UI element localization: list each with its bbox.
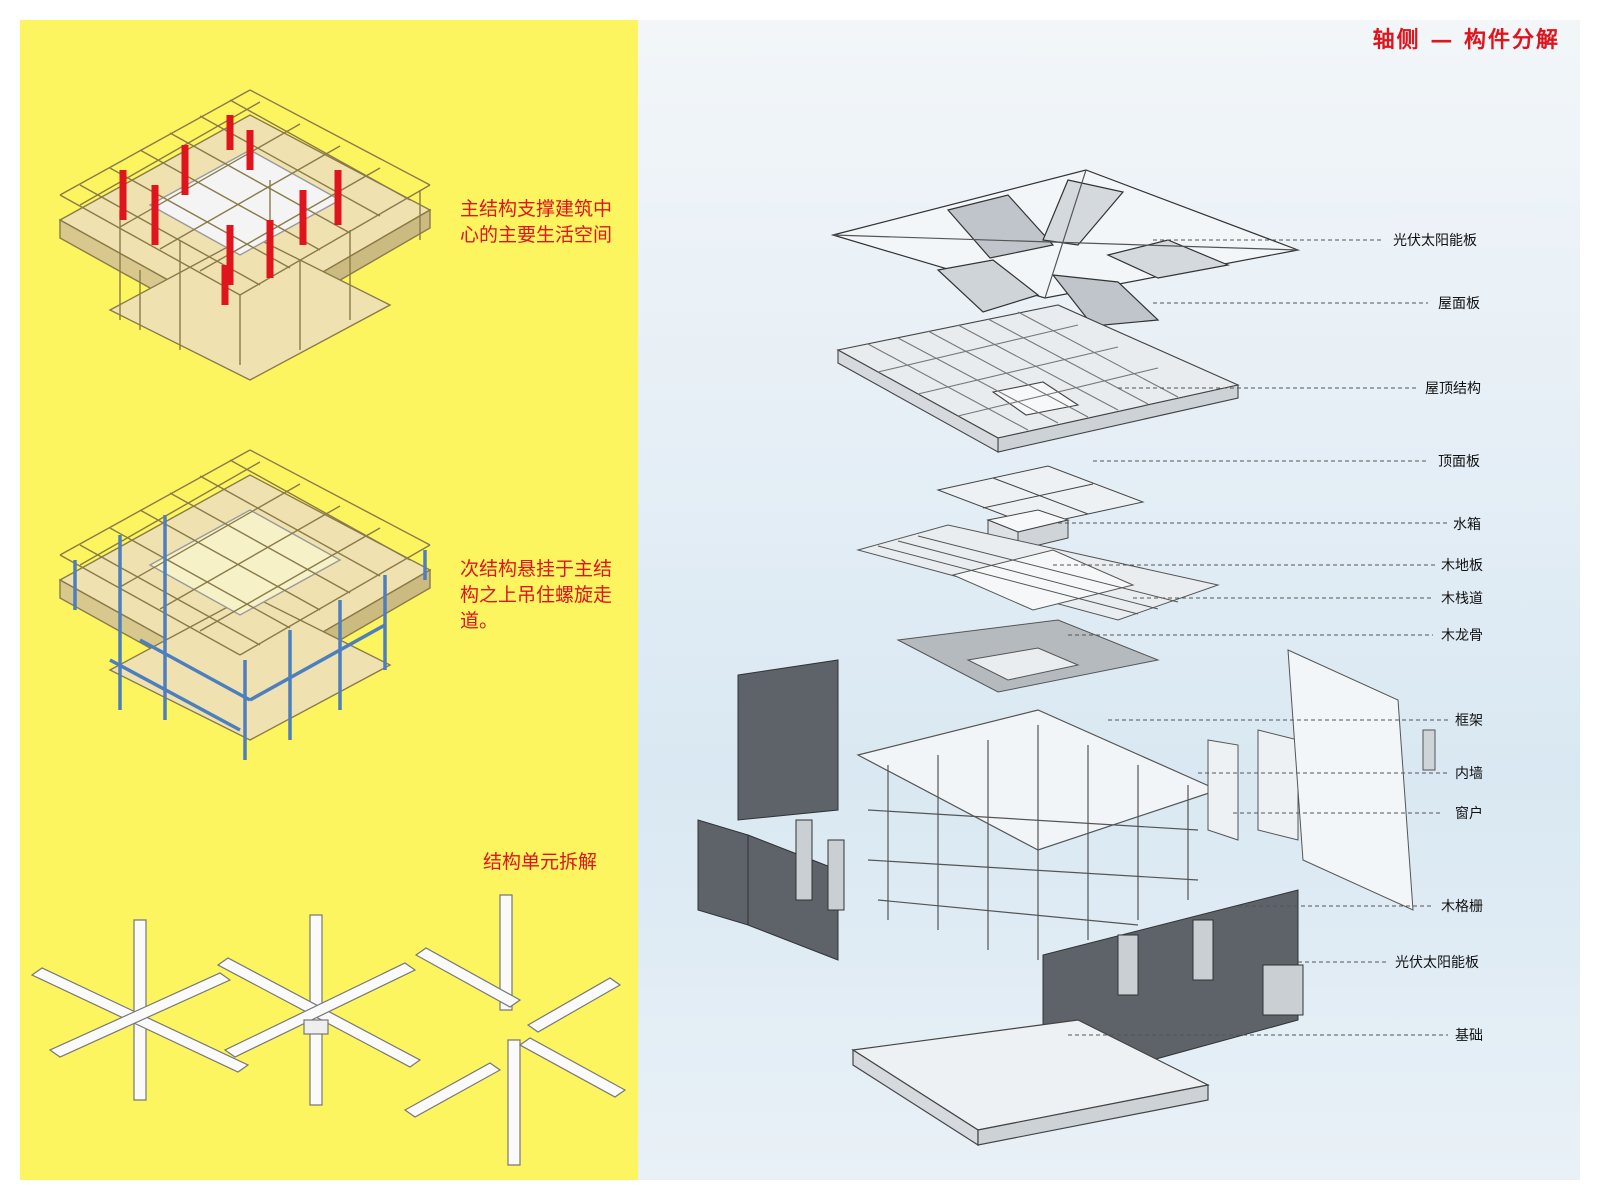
secondary-members-blue: [73, 515, 427, 760]
label-roof-structure: 屋顶结构: [1425, 381, 1481, 397]
joint-unit-2: [216, 914, 422, 1106]
label-wood-grille: 木格栅: [1441, 899, 1483, 915]
left-wall-panels: [697, 659, 845, 961]
label-interior-wall: 内墙: [1455, 766, 1483, 782]
exploded-drawing: [697, 169, 1448, 1147]
main-structure-caption-line1: 主结构支撑建筑中: [460, 198, 612, 220]
label-water-tank: 水箱: [1453, 517, 1481, 533]
label-wood-joist: 木龙骨: [1441, 628, 1483, 644]
main-structure-caption-line2: 心的主要生活空间: [460, 224, 612, 246]
main-structure-axonometric: [58, 89, 432, 381]
label-ceiling-panel: 顶面板: [1438, 454, 1480, 470]
leader-lines: [1053, 239, 1448, 1036]
board: 主结构支撑建筑中 心的主要生活空间: [20, 20, 1580, 1180]
unit-breakdown-caption: 结构单元拆解: [483, 851, 597, 873]
label-boardwalk: 木栈道: [1441, 591, 1483, 607]
ceiling-panels: [936, 465, 1145, 527]
solar-panel-roof: [830, 169, 1301, 327]
label-window: 窗户: [1455, 806, 1483, 822]
secondary-caption-line3: 道。: [460, 610, 498, 632]
wood-joists: [896, 619, 1160, 693]
label-pv-solar-wall: 光伏太阳能板: [1395, 955, 1479, 971]
structure-panel: 主结构支撑建筑中 心的主要生活空间: [20, 20, 638, 1180]
foundation: [851, 1019, 1210, 1147]
secondary-caption-line2: 构之上吊住螺旋走: [460, 584, 612, 606]
wood-floor-deck: [856, 524, 1220, 621]
main-columns-red: [119, 115, 342, 305]
exploded-axonometric-panel: 光伏太阳能板 屋面板 屋顶结构 顶面板 水箱 木地板 木栈道 木龙骨 框架 内墙…: [638, 20, 1580, 1180]
label-roof-panel: 屋面板: [1438, 296, 1480, 312]
structure-drawings: 主结构支撑建筑中 心的主要生活空间: [30, 89, 627, 1166]
joint-unit-3: [403, 894, 627, 1166]
sheet-title: 轴侧 — 构件分解: [1372, 27, 1560, 53]
roof-structure: [836, 304, 1240, 453]
joint-unit-1: [30, 919, 250, 1101]
frame-structure: [856, 709, 1220, 960]
label-wood-floor: 木地板: [1441, 558, 1483, 574]
label-pv-solar-roof: 光伏太阳能板: [1393, 233, 1477, 249]
label-frame: 框架: [1455, 713, 1483, 729]
label-foundation: 基础: [1455, 1028, 1483, 1044]
right-wall-layers: [1207, 649, 1436, 911]
secondary-caption-line1: 次结构悬挂于主结: [460, 558, 612, 580]
